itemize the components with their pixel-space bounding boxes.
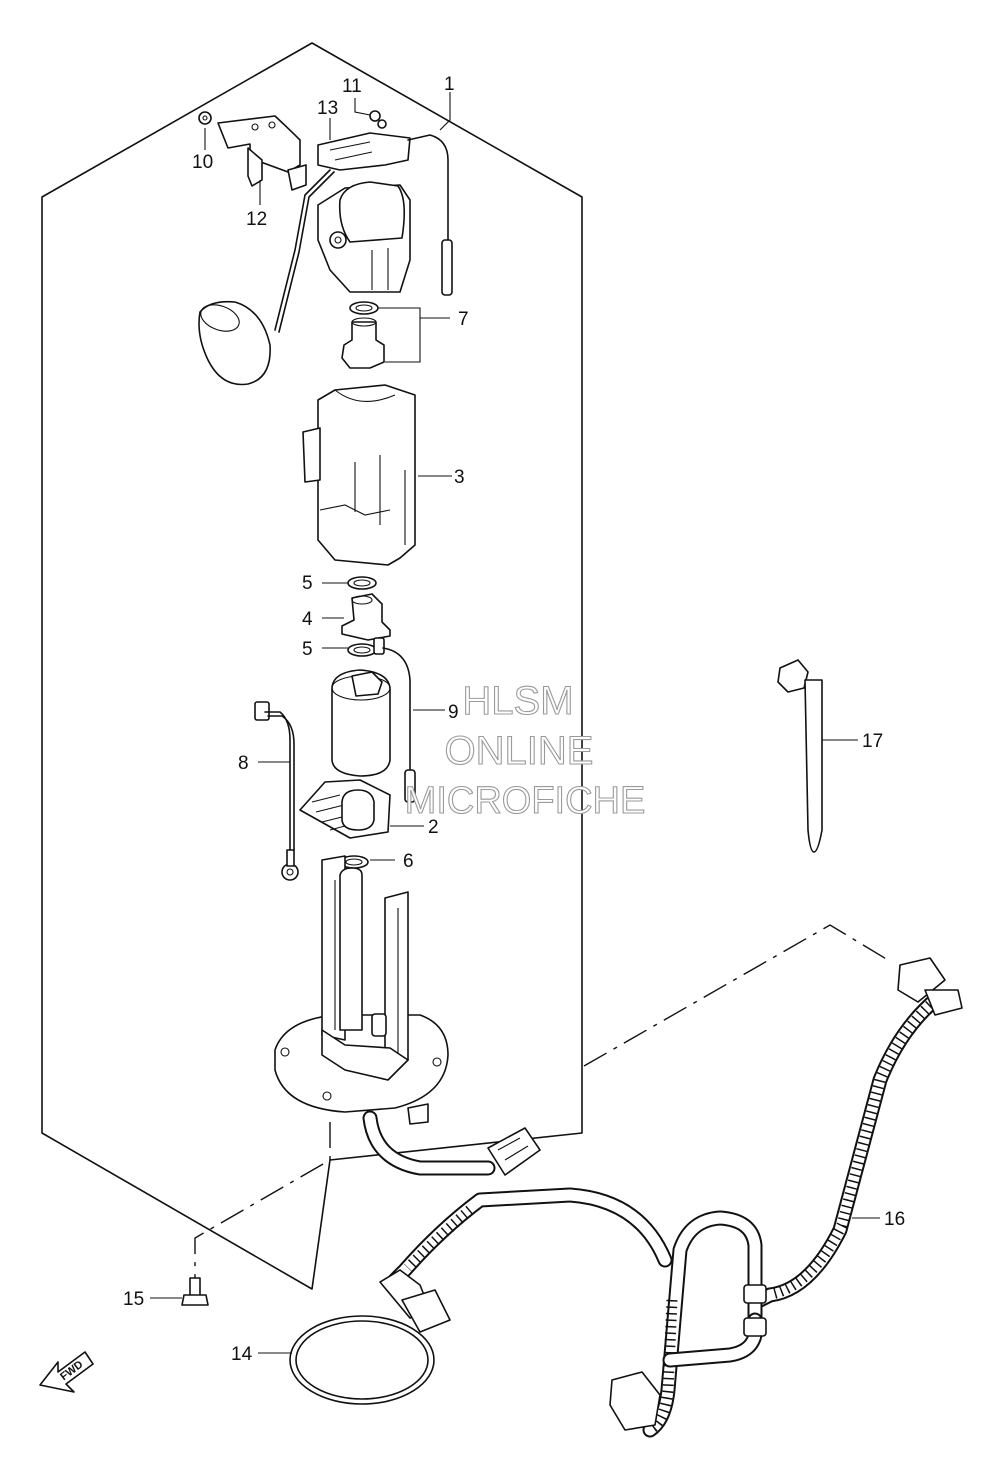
fitting-4 bbox=[341, 593, 391, 641]
callout-10: 10 bbox=[192, 152, 213, 173]
internal-hose-connector bbox=[362, 1110, 541, 1176]
gasket-14 bbox=[289, 1315, 435, 1405]
callout-17: 17 bbox=[862, 731, 883, 752]
callout-8: 8 bbox=[238, 753, 249, 774]
callout-16: 16 bbox=[884, 1209, 905, 1230]
reservoir-cup bbox=[302, 384, 416, 566]
callout-3: 3 bbox=[454, 467, 465, 488]
screw-11 bbox=[369, 110, 387, 129]
ground-wire-8 bbox=[254, 701, 299, 881]
watermark-line-3: MICROFICHE bbox=[405, 780, 646, 822]
screw-10 bbox=[198, 111, 212, 125]
watermark-line-1: HLSM bbox=[462, 679, 573, 723]
fuel-level-sender bbox=[274, 132, 453, 333]
callout-6: 6 bbox=[403, 851, 414, 872]
callout-4: 4 bbox=[302, 609, 313, 630]
pump-base-plate bbox=[274, 855, 449, 1125]
tie-strap-17 bbox=[777, 659, 823, 853]
pressure-regulator bbox=[341, 301, 385, 369]
callout-11: 11 bbox=[342, 76, 362, 97]
callout-2: 2 bbox=[428, 817, 439, 838]
hose-assembly-16 bbox=[379, 957, 963, 1438]
callout-15: 15 bbox=[123, 1289, 144, 1310]
pump-head-housing bbox=[317, 181, 411, 293]
callout-5-upper: 5 bbox=[302, 573, 313, 594]
callout-13: 13 bbox=[317, 98, 338, 119]
o-ring-5-lower bbox=[347, 643, 377, 657]
assembly-outline-box bbox=[41, 42, 583, 1290]
callout-12: 12 bbox=[246, 209, 267, 230]
callout-7: 7 bbox=[458, 309, 469, 330]
leader-lines bbox=[150, 92, 880, 1354]
bracket-part bbox=[217, 115, 307, 191]
callout-9: 9 bbox=[448, 702, 459, 723]
pump-lead-wire-9 bbox=[382, 647, 416, 803]
o-ring-5-upper bbox=[347, 576, 377, 590]
callout-14: 14 bbox=[231, 1344, 253, 1365]
fuel-filter-2 bbox=[299, 779, 391, 839]
float-part bbox=[198, 300, 271, 386]
callout-1: 1 bbox=[444, 74, 455, 95]
bolt-15 bbox=[181, 1277, 209, 1306]
watermark-line-2: ONLINE bbox=[445, 729, 594, 773]
callout-5-lower: 5 bbox=[302, 639, 313, 660]
fuel-pump-motor bbox=[331, 637, 391, 777]
connection-dash-line-a bbox=[583, 924, 889, 1067]
connection-dash-line-b bbox=[194, 1122, 331, 1278]
fwd-arrow-icon: FWD bbox=[39, 1351, 94, 1393]
